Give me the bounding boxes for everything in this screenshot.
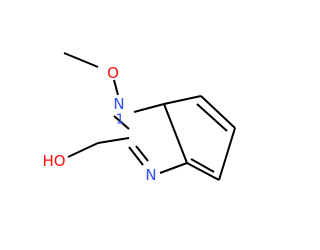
bond-methoxy-oxygen-to-n1 [113,79,119,96]
ring-nitrogen-1-label: N [113,95,124,113]
ring-nitrogen-3-label: N [145,166,156,184]
bond-n1-to-c2 [113,115,130,130]
bond-c2-to-ch2 [97,137,130,144]
bond-c5-to-c4 [186,162,220,181]
bond-n1-to-c7a [133,103,165,113]
bond-c2-to-n3 [128,146,144,166]
bond-c5-to-c4-double [190,158,215,173]
bond-c2-to-n3-double [135,145,149,162]
methoxy-oxygen-label: O [107,64,119,82]
bond-c7-to-c6-double [196,103,228,132]
ring-nitrogen-1-locant: 1 [116,113,124,128]
bond-ch2-to-hydroxyl [67,142,99,158]
molecule-structure-diagram: O N 1 N HO [42,52,236,184]
bond-c6-to-c5 [218,127,236,181]
bond-c7-to-c6 [200,95,236,129]
hydroxyl-label: HO [42,152,65,170]
bond-c7a-to-c3a [163,103,188,164]
bond-methyl-to-methoxy-oxygen [63,52,99,68]
bond-c7a-to-c7 [163,95,202,105]
bond-n3-to-c3a [159,162,188,174]
